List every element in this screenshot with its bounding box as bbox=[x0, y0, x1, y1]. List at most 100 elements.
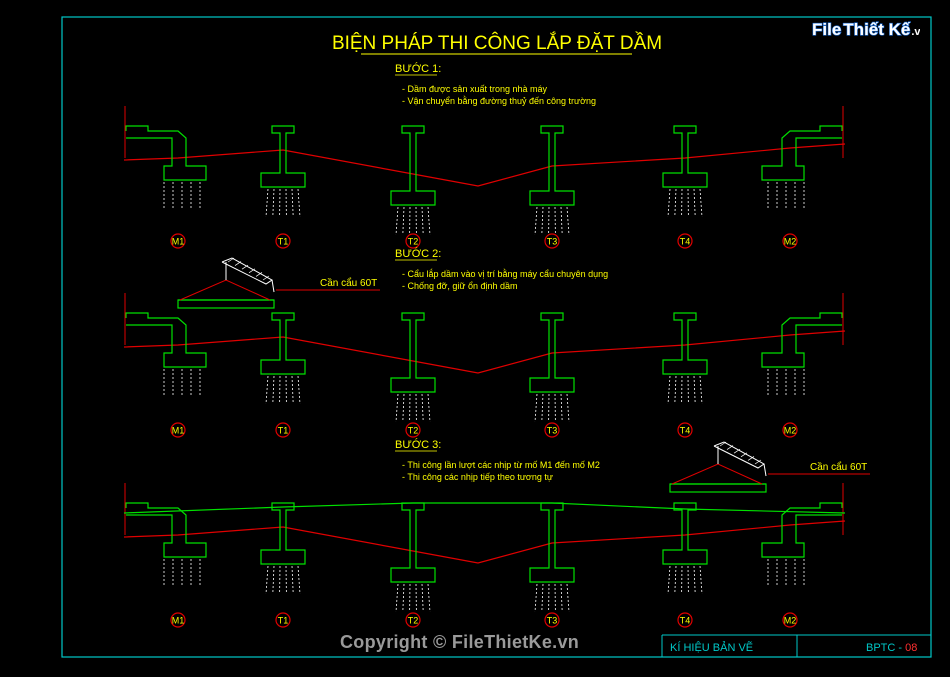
title-block-sheet-code: BPTC - 08 bbox=[866, 642, 917, 654]
pile bbox=[395, 206, 399, 236]
pile bbox=[560, 393, 563, 423]
pier-label-circle bbox=[170, 233, 186, 249]
river-bed-line bbox=[123, 143, 846, 187]
logo-part-vn: .vn bbox=[911, 26, 920, 38]
barge-slings bbox=[179, 279, 271, 301]
pier-outline bbox=[529, 312, 575, 393]
pier-outline bbox=[390, 125, 436, 206]
pile bbox=[291, 188, 294, 218]
pier-label-circle bbox=[544, 422, 560, 438]
copyright-watermark: Copyright © FileThietKe.vn bbox=[340, 632, 580, 652]
crane-hook-line bbox=[763, 463, 767, 477]
pier-label: M1 bbox=[172, 426, 185, 436]
pile bbox=[395, 583, 399, 613]
pile bbox=[534, 393, 538, 423]
crane-lattice bbox=[255, 272, 263, 277]
sheet-code-number: 08 bbox=[905, 642, 917, 654]
pile bbox=[297, 565, 301, 595]
step-note: - Dầm được sản xuất trong nhà máy bbox=[402, 84, 547, 94]
pier-outline bbox=[529, 125, 575, 206]
crane-lattice bbox=[747, 456, 755, 461]
pile bbox=[566, 206, 570, 236]
pier-outline bbox=[260, 502, 306, 565]
pier-label: T4 bbox=[680, 426, 691, 436]
pier-label: T3 bbox=[547, 426, 558, 436]
pier-label-circle bbox=[170, 612, 186, 628]
pier-label-circle bbox=[170, 422, 186, 438]
pile bbox=[541, 206, 544, 236]
crane-lattice bbox=[719, 441, 727, 447]
pile bbox=[421, 206, 424, 236]
outer-border bbox=[61, 16, 932, 658]
pile bbox=[291, 375, 294, 405]
pier-label: T4 bbox=[680, 616, 691, 626]
pier-outline bbox=[662, 125, 708, 188]
pile bbox=[427, 583, 431, 613]
pile bbox=[674, 375, 677, 405]
pile bbox=[402, 393, 405, 423]
installed-girder-line bbox=[123, 502, 846, 514]
step-heading: BƯỚC 1: bbox=[395, 62, 441, 75]
step-note: - Vận chuyển bằng đường thuỷ đến công tr… bbox=[402, 96, 596, 106]
pile bbox=[667, 375, 671, 405]
construction-steps: BƯỚC 1: - Dầm được sản xuất trong nhà máy… bbox=[123, 62, 870, 628]
drawing-frame: KÍ HIỆU BẢN VẼ BPTC - 08 bbox=[61, 16, 932, 658]
step-note: - Thi công các nhịp tiếp theo tương tự bbox=[402, 472, 553, 482]
crane-lattice bbox=[248, 268, 256, 274]
pile bbox=[667, 565, 671, 595]
pile bbox=[272, 188, 275, 218]
barge-hull bbox=[669, 483, 767, 493]
pier-label: T4 bbox=[680, 237, 691, 247]
pier-label: M1 bbox=[172, 616, 185, 626]
step-note: - Chống đỡ, giữ ổn định dầm bbox=[402, 281, 518, 291]
crane-lattice bbox=[241, 264, 249, 270]
pier-label: M2 bbox=[784, 426, 797, 436]
pier-label-circle bbox=[405, 612, 421, 628]
crane-lattice bbox=[733, 448, 741, 454]
pile bbox=[560, 206, 563, 236]
step-heading: BƯỚC 3: bbox=[395, 438, 441, 451]
step-note: - Cẩu lắp dầm vào vị trí bằng máy cẩu ch… bbox=[402, 269, 608, 279]
step-heading: BƯỚC 2: bbox=[395, 247, 441, 260]
pier-label: T1 bbox=[278, 237, 289, 247]
pile bbox=[693, 375, 696, 405]
pile bbox=[421, 393, 424, 423]
sheet-code-prefix: BPTC - bbox=[866, 642, 905, 654]
river-bed-line bbox=[123, 520, 846, 564]
crane-lattice bbox=[262, 275, 270, 281]
logo-part-file: File bbox=[812, 20, 841, 39]
pier-outline bbox=[662, 502, 708, 565]
pier-label-circle bbox=[405, 422, 421, 438]
pile bbox=[402, 206, 405, 236]
pier-label: T1 bbox=[278, 616, 289, 626]
pier-label-circle bbox=[782, 422, 798, 438]
pile bbox=[566, 393, 570, 423]
pier-label: T2 bbox=[408, 616, 419, 626]
pier-label: M1 bbox=[172, 237, 185, 247]
pier-label-circle bbox=[544, 233, 560, 249]
pile bbox=[693, 565, 696, 595]
pile bbox=[272, 375, 275, 405]
step-1: BƯỚC 1: - Dầm được sản xuất trong nhà máy… bbox=[123, 62, 846, 249]
pile bbox=[427, 206, 431, 236]
pier-label-circle bbox=[275, 612, 291, 628]
pier-outline bbox=[662, 312, 708, 375]
pier-label-circle bbox=[405, 233, 421, 249]
pile bbox=[265, 188, 269, 218]
pier-outline bbox=[260, 125, 306, 188]
pier-label: T3 bbox=[547, 616, 558, 626]
pier-label-circle bbox=[275, 422, 291, 438]
abutment-outline bbox=[761, 312, 843, 368]
pier-label: M2 bbox=[784, 616, 797, 626]
barge-slings bbox=[671, 463, 763, 485]
pile bbox=[566, 583, 570, 613]
title-block-legend-label: KÍ HIỆU BẢN VẼ bbox=[670, 641, 753, 654]
crane-capacity-label: Cần cẩu 60T bbox=[810, 461, 867, 473]
pier-label: T3 bbox=[547, 237, 558, 247]
crane-boom bbox=[713, 441, 765, 469]
abutment-outline bbox=[761, 125, 843, 181]
